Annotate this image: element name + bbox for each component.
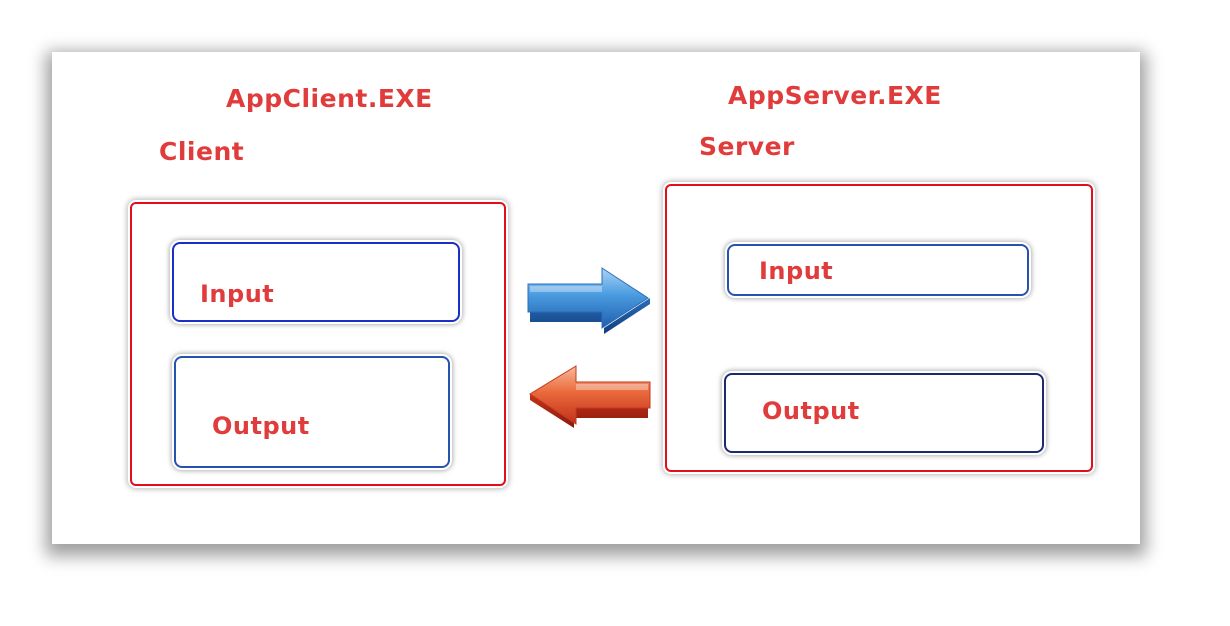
client-output-box	[174, 356, 450, 468]
client-exe-label: AppClient.EXE	[226, 84, 433, 113]
server-output-label: Output	[762, 397, 860, 425]
server-output-box	[724, 373, 1044, 453]
client-output-label: Output	[212, 412, 310, 440]
client-input-box	[172, 242, 460, 322]
request-arrow-icon	[527, 267, 650, 334]
server-input-box	[727, 244, 1029, 296]
server-role-label: Server	[699, 132, 795, 161]
response-arrow-icon	[529, 365, 651, 428]
server-input-label: Input	[759, 257, 834, 285]
client-role-label: Client	[159, 137, 245, 166]
server-exe-label: AppServer.EXE	[728, 81, 942, 110]
client-input-label: Input	[200, 280, 275, 308]
